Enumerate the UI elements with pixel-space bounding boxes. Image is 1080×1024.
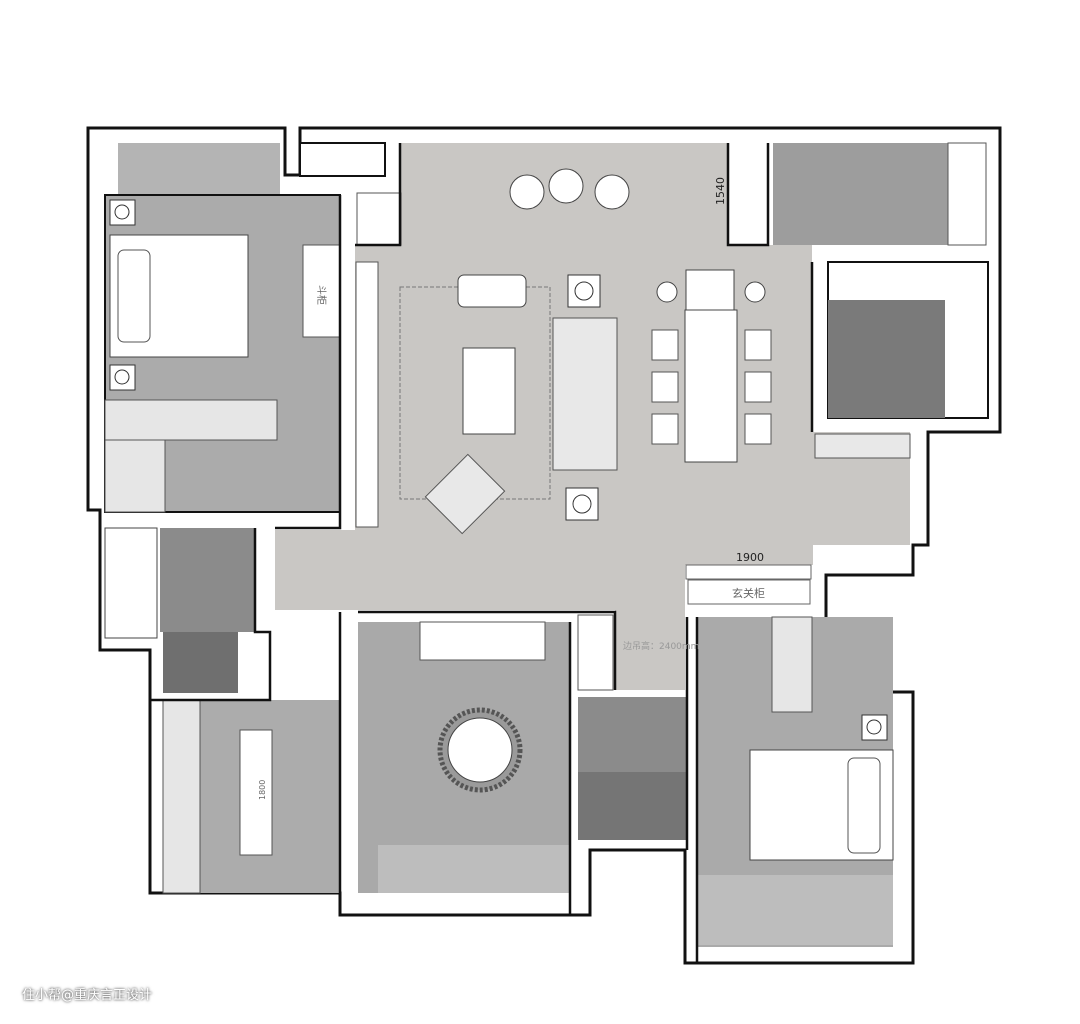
coffee-table — [462, 347, 516, 435]
wardrobe — [104, 399, 278, 441]
right-pillow — [847, 757, 881, 854]
right-bedroom-balcony — [697, 875, 893, 945]
watermark: 住小帮@重庆言正设计 — [22, 988, 153, 1003]
bathtub — [104, 527, 158, 639]
stool — [744, 281, 766, 303]
dim-entry-width: 1900 — [736, 551, 764, 564]
tv-bench — [457, 274, 527, 308]
master-balcony — [118, 143, 280, 195]
lamp-icons — [109, 199, 888, 741]
interior-walls — [150, 143, 814, 963]
exterior-wall — [86, 126, 1002, 965]
dresser-label: 斗柜 — [315, 285, 328, 305]
sofa — [552, 317, 618, 471]
armchair — [424, 453, 506, 535]
stool — [656, 281, 678, 303]
tall-cabinet — [355, 261, 379, 528]
dining-chairs — [651, 329, 772, 445]
round-bed — [447, 717, 513, 783]
stool — [594, 174, 630, 210]
entry-shelf — [685, 564, 812, 580]
storage-cabinet — [356, 192, 402, 246]
pillow — [117, 249, 151, 343]
stool — [509, 174, 545, 210]
entry-cabinet — [687, 579, 811, 605]
bath-1 — [160, 528, 255, 632]
bath-2-shower — [578, 772, 687, 840]
balcony-cabinet — [947, 142, 987, 246]
basin-cabinet — [577, 614, 614, 691]
right-balcony — [773, 143, 948, 245]
kitchen — [828, 300, 945, 418]
study-wardrobe — [162, 699, 201, 894]
wardrobe-2 — [104, 439, 166, 513]
middle-bedroom-balcony — [378, 845, 570, 893]
top-shelf — [299, 142, 386, 177]
middle-wardrobe — [419, 621, 546, 661]
right-wardrobe — [771, 616, 813, 713]
island — [685, 269, 735, 311]
desk — [239, 729, 273, 856]
bath-1-shower — [163, 632, 238, 693]
dresser — [302, 244, 341, 338]
ceiling-note: 边吊高：2400mm — [623, 640, 699, 652]
stool — [548, 168, 584, 204]
entry-cabinet-label: 玄关柜 — [732, 586, 765, 600]
kitchen-cabinet-row — [814, 433, 911, 459]
bath-2 — [578, 697, 687, 772]
dining-table — [684, 309, 738, 463]
desk-length: 1800 — [258, 780, 267, 800]
dim-balcony-depth: 1540 — [714, 177, 727, 205]
